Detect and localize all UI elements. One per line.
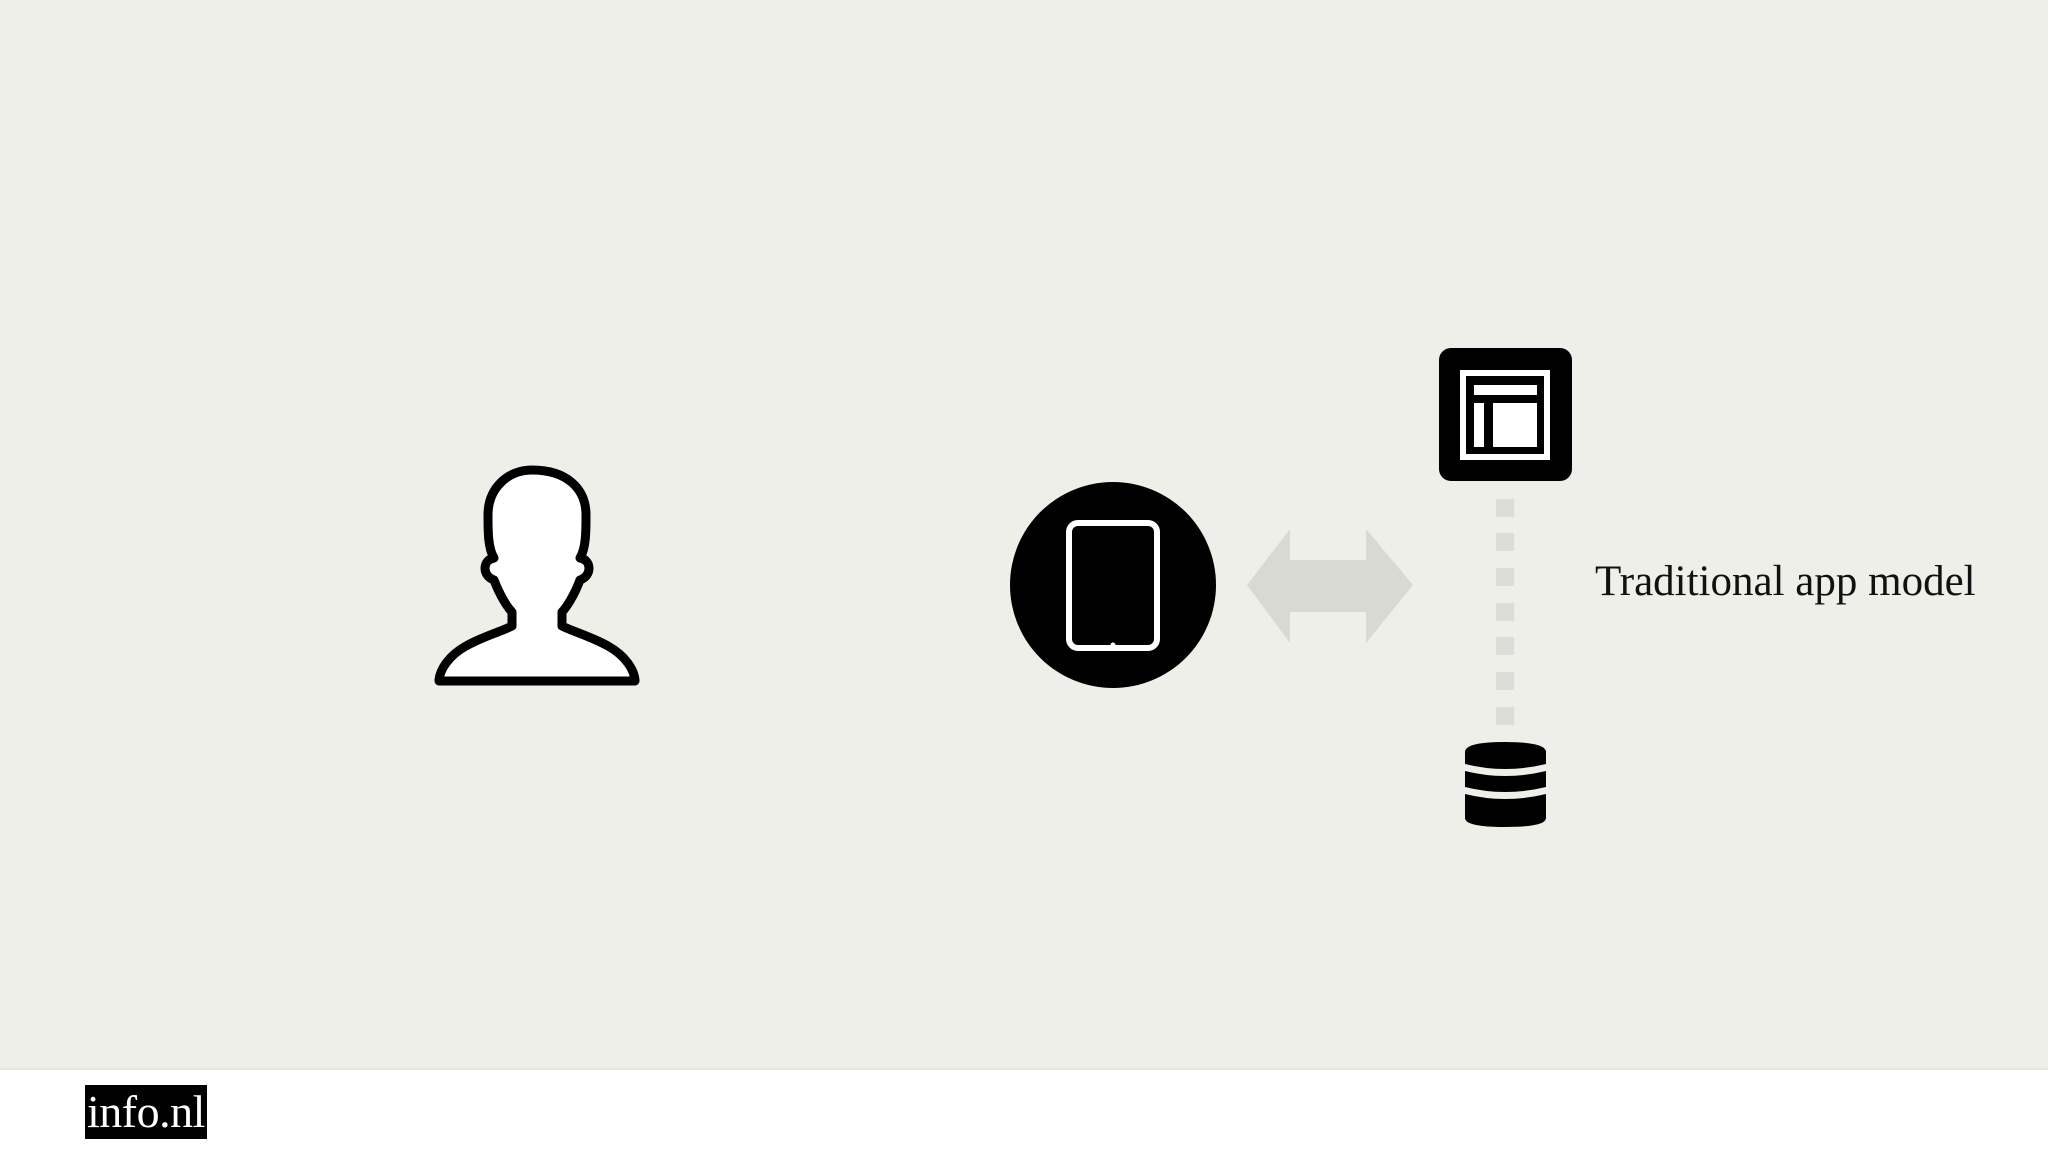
footer-bar: info.nl [0, 1068, 2048, 1154]
slide-canvas: Traditional app model [434, 348, 1976, 827]
diagram-caption: Traditional app model [1595, 558, 1976, 605]
dotted-connector [1496, 499, 1514, 725]
double-arrow-icon [1247, 529, 1413, 643]
user-silhouette-icon [434, 465, 640, 686]
web-layout-icon [1439, 348, 1572, 481]
brand-logo: info.nl [85, 1085, 207, 1139]
database-icon [1465, 742, 1546, 827]
tablet-icon [1010, 482, 1216, 688]
diagram [434, 348, 1572, 827]
